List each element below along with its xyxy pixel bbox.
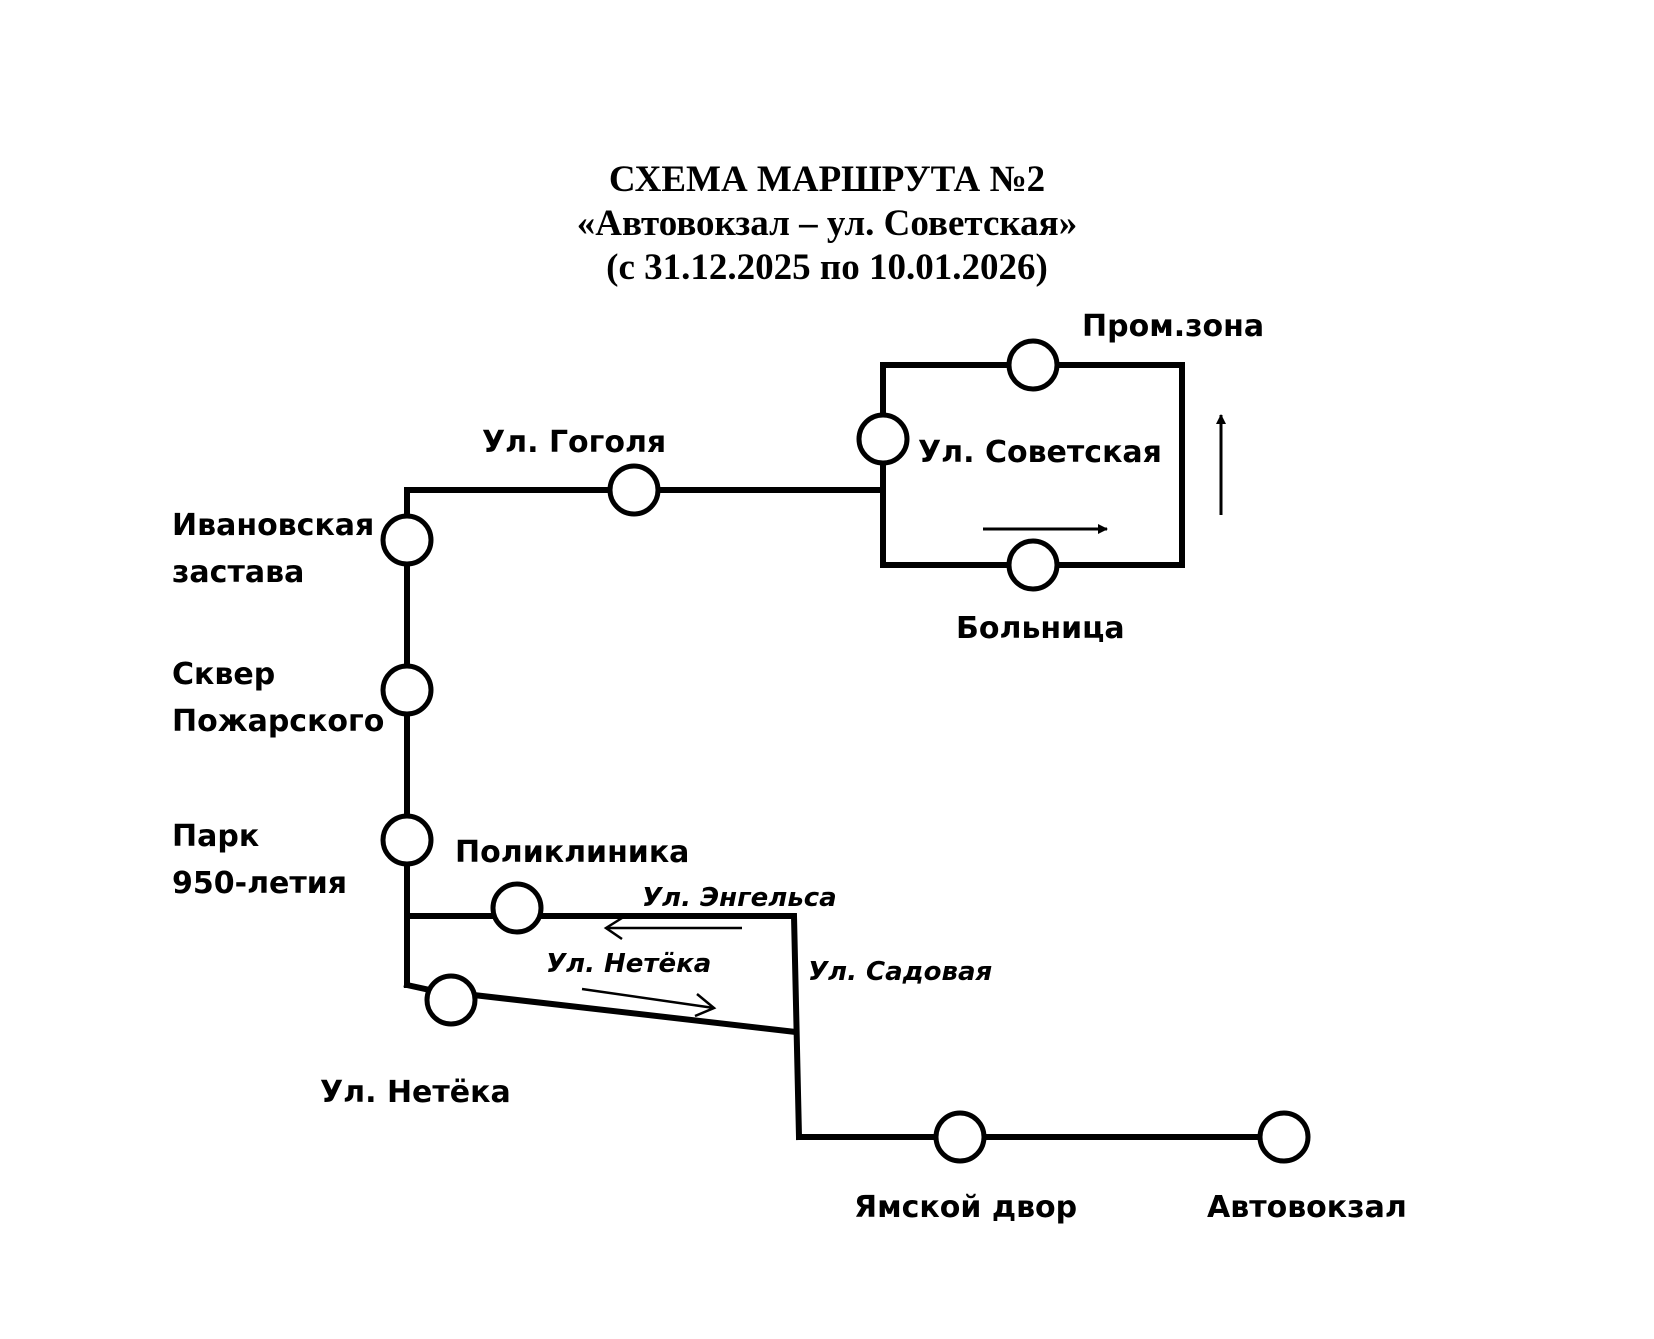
stop-ul-netyoka[interactable] <box>424 973 478 1027</box>
stop-bolnitsa[interactable] <box>1006 538 1060 592</box>
label-avtovokzal: Автовокзал <box>1207 1190 1407 1225</box>
street-label-sadovaya: Ул. Садовая <box>808 957 992 987</box>
stop-prom-zona[interactable] <box>1006 338 1060 392</box>
stops <box>380 338 1311 1164</box>
label-prom-zona: Пром.зона <box>1082 309 1264 344</box>
label-ul-sovetskaya: Ул. Советская <box>918 435 1162 470</box>
stop-park-950[interactable] <box>380 813 434 867</box>
arrow-east-netyoka-icon <box>581 987 717 1018</box>
label-park-line1: Парк <box>172 819 259 854</box>
arrow-west-icon <box>603 916 742 941</box>
stop-ul-gogolya[interactable] <box>607 463 661 517</box>
stop-yamskoy-dvor[interactable] <box>933 1110 987 1164</box>
label-ul-netyoka: Ул. Нетёка <box>320 1075 511 1110</box>
label-skver-line2: Пожарского <box>172 704 384 739</box>
label-skver-line1: Сквер <box>172 657 275 692</box>
stop-ivanovskaya-zastava[interactable] <box>380 513 434 567</box>
label-bolnitsa: Больница <box>956 611 1125 646</box>
label-ul-gogolya: Ул. Гоголя <box>482 425 666 460</box>
label-park-line2: 950-летия <box>172 866 347 901</box>
stop-avtovokzal[interactable] <box>1257 1110 1311 1164</box>
label-yamskoy-dvor: Ямской двор <box>854 1190 1077 1225</box>
diagram-title: СХЕМА МАРШРУТА №2 <box>608 159 1046 200</box>
label-ivanovskaya-line2: застава <box>172 555 304 590</box>
validity-period: (с 31.12.2025 по 10.01.2026) <box>606 247 1048 288</box>
street-label-engelsa: Ул. Энгельса <box>642 883 837 913</box>
label-poliklinika: Поликлиника <box>455 835 689 870</box>
stop-poliklinika[interactable] <box>490 881 544 935</box>
stop-ul-sovetskaya[interactable] <box>856 412 910 466</box>
route-name: «Автовокзал – ул. Советская» <box>576 203 1078 244</box>
street-label-netyoka: Ул. Нетёка <box>546 949 711 979</box>
label-ivanovskaya-line1: Ивановская <box>172 508 374 543</box>
route-lines <box>403 362 1268 1141</box>
stop-skver-pozharskogo[interactable] <box>380 663 434 717</box>
